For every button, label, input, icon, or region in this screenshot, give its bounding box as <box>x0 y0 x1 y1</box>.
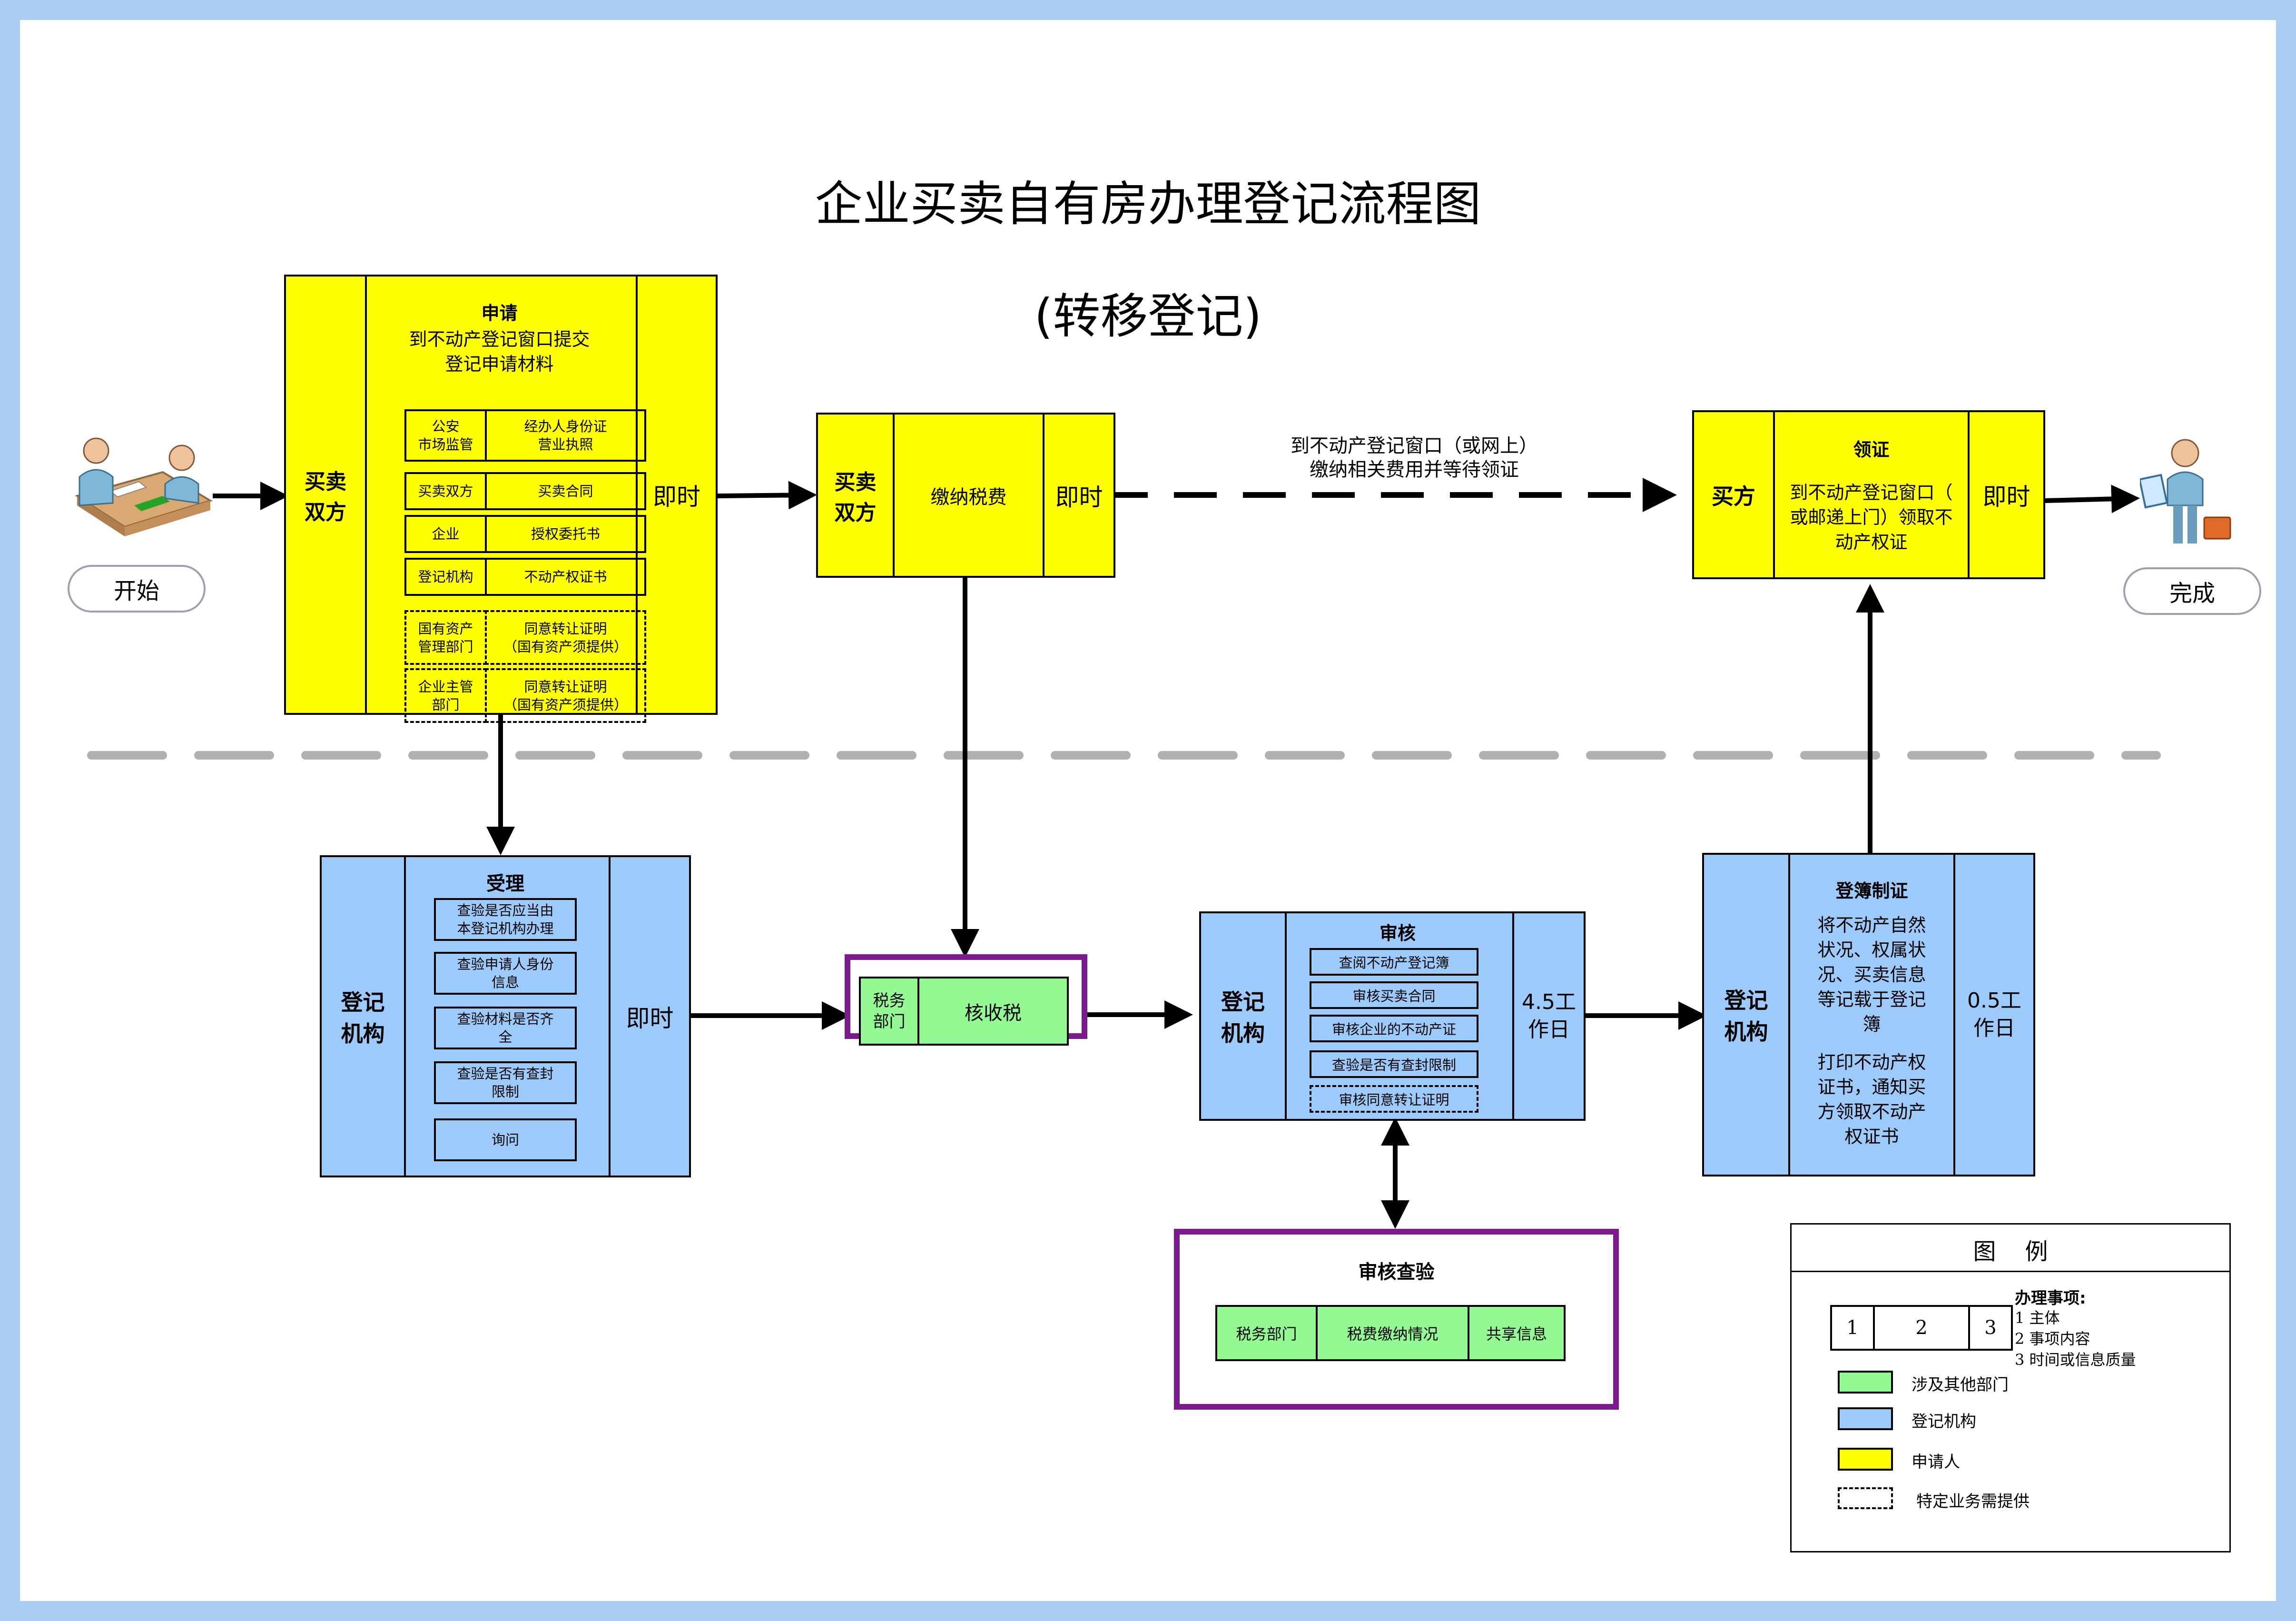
legend-swatch-applicant <box>1838 1448 1893 1471</box>
collect-time: 即时 <box>1968 412 2043 577</box>
review-check-item: 查验是否有查封限制 <box>1310 1050 1478 1078</box>
apply-row-subject: 登记机构 <box>404 558 487 596</box>
legend-item: 2 事项内容 <box>2015 1330 2090 1348</box>
accept-heading: 受理 <box>486 873 524 895</box>
collect-box: 买方 领证 到不动产登记窗口（ 或邮递上门）领取不 动产权证 即时 <box>1692 410 2045 579</box>
connector-layer <box>87 478 2161 1229</box>
apply-row-subject: 买卖双方 <box>404 472 487 510</box>
accept-content <box>404 857 609 1176</box>
review-check-item: 审核买卖合同 <box>1310 981 1478 1009</box>
apply-row-subject: 国有资产 管理部门 <box>404 610 487 665</box>
legend-reg-org: 登记机构 <box>1912 1412 1976 1431</box>
accept-check-item: 查验是否应当由 本登记机构办理 <box>434 898 577 941</box>
review-actor: 登记 机构 <box>1221 989 1265 1046</box>
apply-row-content: 经办人身份证 营业执照 <box>485 409 646 462</box>
businessman-icon <box>2140 439 2231 544</box>
legend-item: 3 时间或信息质量 <box>2015 1351 2136 1369</box>
accept-check-item: 查验申请人身份 信息 <box>434 952 577 995</box>
legend-swatch-special <box>1838 1487 1893 1509</box>
legend-sample-cell: 2 <box>1873 1305 1970 1351</box>
check-content: 税费缴纳情况 <box>1316 1305 1469 1361</box>
apply-row-subject: 企业主管 部门 <box>404 668 487 723</box>
accept-check-item: 询问 <box>434 1118 577 1161</box>
apply-row-content: 同意转让证明 （国有资产须提供） <box>485 610 646 665</box>
register-description-2: 打印不动产权 证书，通知买 方领取不动产 权证书 <box>1817 1052 1926 1147</box>
meeting-people-icon <box>75 437 213 536</box>
register-heading: 登簿制证 <box>1835 880 1908 901</box>
arrow-collect-to-finish <box>2044 484 2140 514</box>
apply-description: 到不动产登记窗口提交 登记申请材料 <box>409 329 590 375</box>
pay-content: 缴纳税费 <box>893 415 1043 576</box>
legend-special: 特定业务需提供 <box>1916 1492 2030 1511</box>
finish-node: 完成 <box>2123 567 2261 615</box>
review-time: 4.5工 作日 <box>1512 913 1584 1119</box>
review-check-item: 审核同意转让证明 <box>1310 1085 1478 1113</box>
register-content: 登簿制证 将不动产自然 状况、权属状 况、买卖信息 等记载于登记 簿 打印不动产… <box>1788 855 1953 1175</box>
apply-row-content: 授权委托书 <box>485 515 646 553</box>
start-node: 开始 <box>68 565 206 613</box>
pay-time: 即时 <box>1043 415 1114 576</box>
page-title: 企业买卖自有房办理登记流程图 (转移登记) <box>20 120 2276 401</box>
pay-actor: 买卖 双方 <box>834 470 877 525</box>
legend-title: 图 例 <box>1973 1238 2048 1265</box>
register-box: 登记 机构 登簿制证 将不动产自然 状况、权属状 况、买卖信息 等记载于登记 簿… <box>1702 853 2035 1176</box>
accept-check-item: 查验材料是否齐 全 <box>434 1007 577 1049</box>
legend-divider <box>1790 1271 2231 1272</box>
register-time: 0.5工 作日 <box>1953 855 2033 1175</box>
legend-sample-cell: 3 <box>1968 1305 2013 1351</box>
accept-box: 登记 机构 即时 <box>320 855 691 1177</box>
apply-heading: 申请 <box>481 303 518 324</box>
collect-actor: 买方 <box>1712 483 1755 509</box>
legend-applicant: 申请人 <box>1912 1453 1960 1472</box>
legend-sample-cell: 1 <box>1830 1305 1875 1351</box>
accept-time: 即时 <box>609 857 689 1176</box>
apply-time: 即时 <box>636 277 716 713</box>
title-line-1: 企业买卖自有房办理登记流程图 <box>815 176 1481 232</box>
arrow-apply-to-pay <box>717 481 817 510</box>
legend-other-dept: 涉及其他部门 <box>1912 1375 2009 1394</box>
legend-item: 1 主体 <box>2015 1309 2060 1327</box>
collect-heading: 领证 <box>1853 439 1890 460</box>
apply-row-content: 买卖合同 <box>485 472 646 510</box>
review-content <box>1285 913 1512 1119</box>
collect-content: 领证 到不动产登记窗口（ 或邮递上门）领取不 动产权证 <box>1773 412 1968 577</box>
tax-dept: 税务 部门 <box>859 977 919 1046</box>
review-heading: 审核 <box>1379 923 1416 944</box>
finish-label: 完成 <box>2169 580 2215 607</box>
apply-row-subject: 公安 市场监管 <box>404 409 487 462</box>
apply-row-content: 不动产权证书 <box>485 558 646 596</box>
legend-item-heading: 办理事项: <box>2015 1289 2086 1308</box>
check-dept: 税务部门 <box>1215 1305 1318 1361</box>
review-check-item: 审核企业的不动产证 <box>1310 1015 1478 1042</box>
register-description-1: 将不动产自然 状况、权属状 况、买卖信息 等记载于登记 簿 <box>1817 915 1926 1035</box>
accept-actor: 登记 机构 <box>341 989 385 1047</box>
apply-content <box>365 277 636 713</box>
check-title: 审核查验 <box>1358 1261 1435 1283</box>
pay-box: 买卖 双方 缴纳税费 即时 <box>816 413 1115 578</box>
review-check-item: 查阅不动产登记簿 <box>1310 948 1478 976</box>
collect-description: 到不动产登记窗口（ 或邮递上门）领取不 动产权证 <box>1790 482 1953 553</box>
apply-actor: 买卖 双方 <box>305 469 346 524</box>
tax-verify-content: 核收税 <box>917 977 1069 1046</box>
register-actor: 登记 机构 <box>1724 988 1768 1045</box>
wait-note: 到不动产登记窗口（或网上） 缴纳相关费用并等待领证 <box>1291 435 1538 481</box>
legend-swatch-registry <box>1838 1407 1893 1430</box>
legend-swatch-other-dept <box>1838 1371 1893 1394</box>
check-info: 共享信息 <box>1468 1305 1566 1361</box>
accept-check-item: 查验是否有查封 限制 <box>434 1061 577 1104</box>
start-label: 开始 <box>113 578 159 604</box>
apply-row-content: 同意转让证明 （国有资产须提供） <box>485 668 646 723</box>
page: 企业买卖自有房办理登记流程图 (转移登记) 开始 买卖 双方 即时 申请 到不动… <box>20 20 2276 1601</box>
title-line-2: (转移登记) <box>1034 288 1262 344</box>
apply-row-subject: 企业 <box>404 515 487 553</box>
